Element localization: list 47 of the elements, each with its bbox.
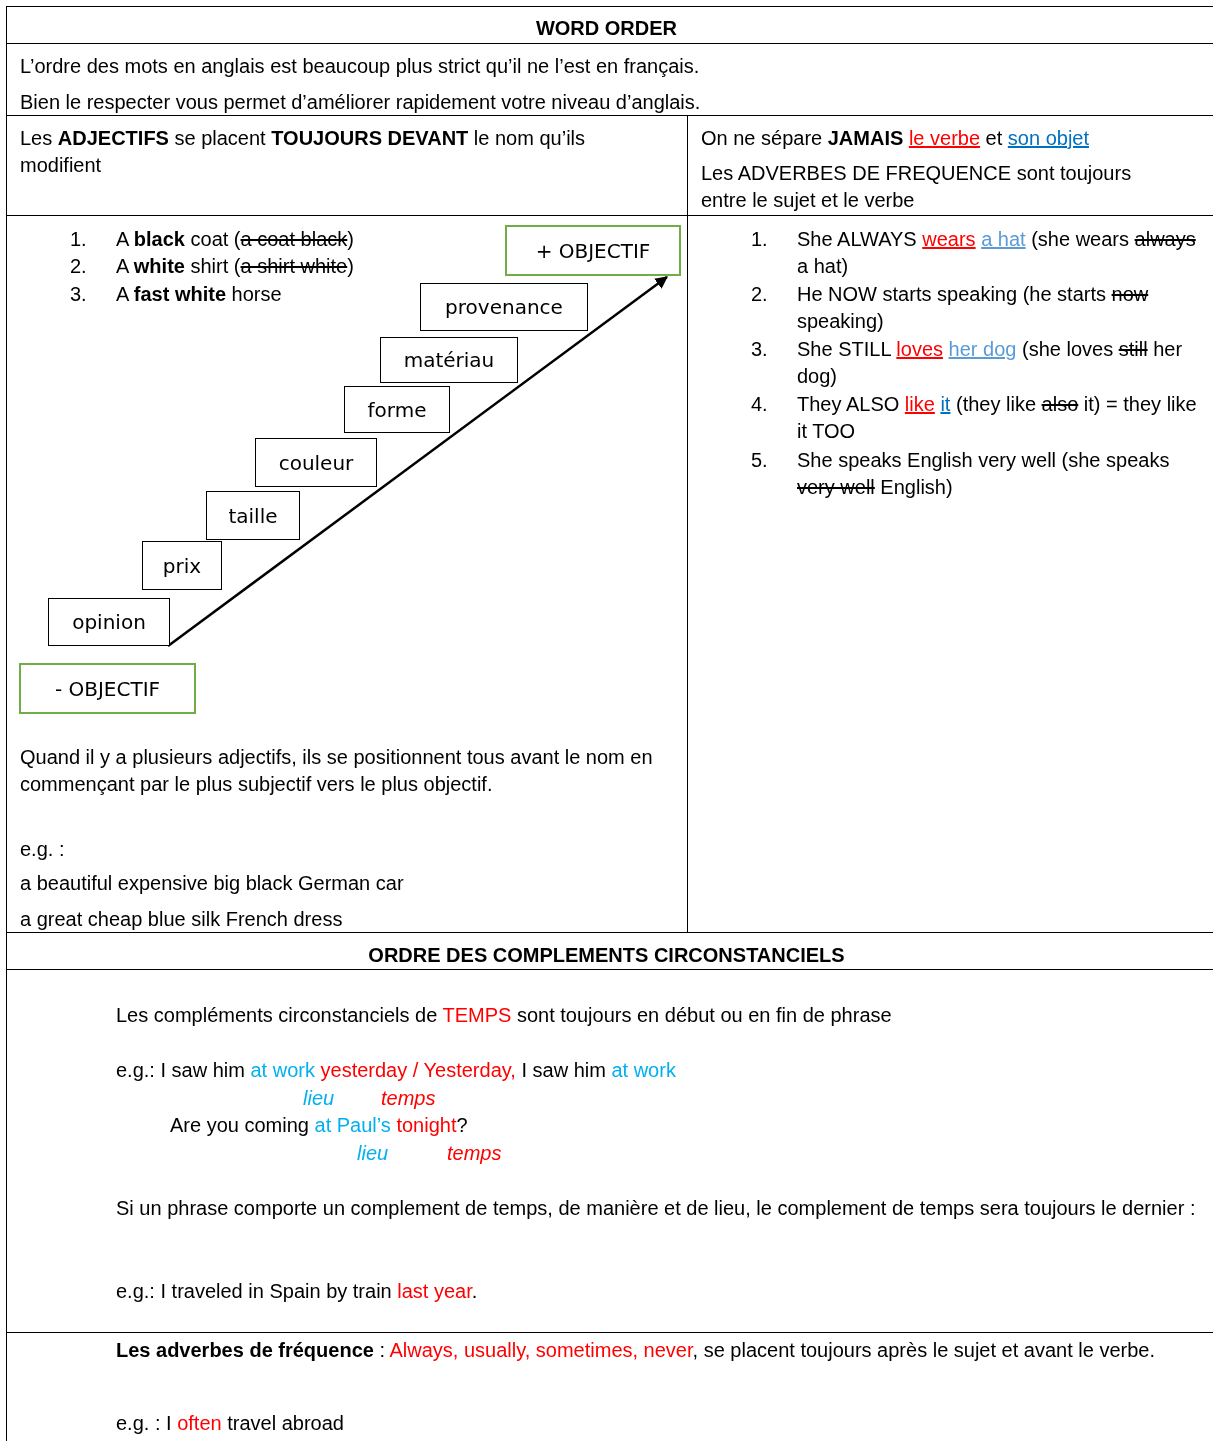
list-item: They ALSO like it (they like also it) = they like it TOO (797, 392, 1198, 444)
paragraph: Si un phrase comporte un complement de temps, de manière et de lieu, le complement de temps sera toujours le dernier : (116, 1196, 1197, 1221)
example-heading: e.g. : (20, 837, 65, 862)
step-box: couleur (255, 438, 377, 487)
paragraph: Bien le respecter vous permet d’améliorer rapidement votre niveau d’anglais. (20, 90, 701, 115)
list-number: 2. (751, 282, 768, 307)
example-sentence: e.g.: I traveled in Spain by train last year. (116, 1279, 478, 1304)
list-number: 4. (751, 392, 768, 417)
paragraph: L’ordre des mots en anglais est beaucoup plus strict qu’il ne l’est en français. (20, 54, 700, 79)
list-number: 2. (70, 254, 87, 279)
example-sentence: a great cheap blue silk French dress (20, 907, 343, 932)
example-sentence: Are you coming at Paul’s tonight? (170, 1113, 468, 1138)
scale-end-box: + OBJECTIF (505, 225, 681, 276)
rule-text: On ne sépare JAMAIS le verbe et son objet (701, 126, 1089, 151)
list-item: She STILL loves her dog (she loves still her dog) (797, 337, 1184, 389)
list-item: A fast white horse (116, 282, 282, 307)
scale-end-box: - OBJECTIF (19, 663, 196, 714)
list-item: A white shirt (a shirt white) (116, 254, 354, 279)
list-number: 3. (751, 337, 768, 362)
step-box: matériau (380, 337, 518, 383)
list-number: 1. (751, 227, 768, 252)
example-sentence: e.g. : I often travel abroad (116, 1411, 344, 1436)
step-box: provenance (420, 283, 588, 331)
table-title: WORD ORDER (534, 16, 679, 41)
list-number: 1. (70, 227, 87, 252)
list-number: 5. (751, 448, 768, 473)
section-title: ORDRE DES COMPLEMENTS CIRCONSTANCIELS (367, 943, 846, 968)
step-box: taille (206, 491, 300, 540)
list-item: She speaks English very well (she speaks very well English) (797, 448, 1171, 500)
rule-text: Les ADJECTIFS se placent TOUJOURS DEVANT le nom qu’ils modifient (20, 126, 586, 178)
paragraph: Quand il y a plusieurs adjectifs, ils se positionnent tous avant le nom en commençant par le plus subjectif vers le plus objectif. (20, 745, 654, 797)
annotation: temps (447, 1141, 502, 1166)
annotation: temps (381, 1086, 436, 1111)
list-number: 3. (70, 282, 87, 307)
annotation: lieu (303, 1086, 335, 1111)
step-box: opinion (48, 598, 170, 646)
list-item: He NOW starts speaking (he starts now speaking) (797, 282, 1150, 334)
list-item: She ALWAYS wears a hat (she wears always a hat) (797, 227, 1197, 279)
step-box: forme (344, 386, 450, 433)
step-box: prix (142, 541, 222, 590)
paragraph: Les adverbes de fréquence : Always, usually, sometimes, never, se placent toujours après le sujet et avant le verbe. (116, 1338, 1157, 1363)
paragraph: Les compléments circonstanciels de TEMPS sont toujours en début ou en fin de phrase (116, 1003, 892, 1028)
annotation: lieu (357, 1141, 389, 1166)
example-sentence: a beautiful expensive big black German car (20, 871, 404, 896)
list-item: A black coat (a coat black) (116, 227, 354, 252)
rule-text: Les ADVERBES DE FREQUENCE sont toujours entre le sujet et le verbe (701, 161, 1133, 213)
example-sentence: e.g.: I saw him at work yesterday / Yesterday, I saw him at work (116, 1058, 676, 1083)
